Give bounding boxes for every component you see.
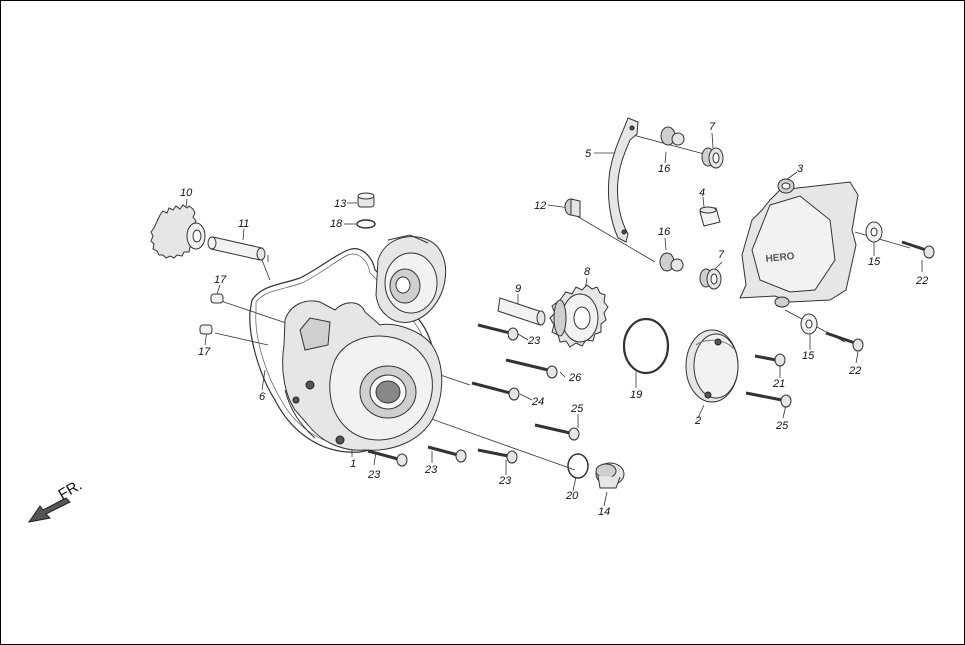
callout-23-right: 23: [498, 475, 512, 487]
part-19-oring: [622, 317, 670, 375]
part-15-washer-lower: [800, 313, 818, 335]
callout-3: 3: [797, 163, 804, 175]
callout-4: 4: [699, 187, 705, 199]
callout-12: 12: [534, 200, 546, 212]
callout-7-upper: 7: [709, 121, 716, 133]
front-indicator-label: FR.: [56, 477, 85, 504]
callout-10: 10: [180, 187, 193, 199]
part-7-bushing-lower: [699, 268, 722, 290]
callout-19: 19: [630, 389, 642, 401]
callout-23-left: 23: [367, 469, 381, 481]
callout-2: 2: [694, 415, 701, 427]
callout-21: 21: [772, 378, 785, 390]
part-12-spacer: [564, 198, 581, 218]
part-9-shaft: [497, 297, 546, 326]
part-5-bracket: [607, 117, 639, 243]
part-13-plug: [357, 192, 375, 208]
callout-1: 1: [350, 458, 356, 470]
part-8-gear: [549, 284, 609, 348]
callout-26: 26: [568, 372, 582, 384]
callout-8: 8: [584, 266, 591, 278]
callout-16-upper: 16: [658, 163, 671, 175]
callout-5: 5: [585, 148, 592, 160]
part-15-washer-upper: [865, 221, 883, 243]
callout-9: 9: [515, 283, 521, 295]
callout-7-lower: 7: [718, 249, 725, 261]
bolts: [367, 240, 935, 467]
callout-22-upper: 22: [915, 275, 928, 287]
part-1-cover: [282, 300, 443, 451]
part-18-oring: [356, 219, 376, 229]
part-20-oring: [567, 453, 589, 479]
part-2-filter-cover: [685, 329, 739, 403]
part-4-bushing: [699, 206, 721, 227]
callout-20: 20: [565, 490, 579, 502]
callout-23-middle: 23: [424, 464, 438, 476]
part-16-grommet-lower: [659, 252, 684, 272]
callout-14: 14: [598, 506, 610, 518]
callout-18: 18: [330, 218, 343, 230]
callout-17-lower: 17: [198, 346, 211, 358]
callout-11: 11: [238, 218, 249, 230]
callout-6: 6: [259, 391, 266, 403]
callout-25-upper: 25: [570, 403, 584, 415]
part-3-sprocket-cover: HERO: [739, 178, 859, 308]
callout-15-upper: 15: [868, 256, 881, 268]
callout-22-lower: 22: [848, 365, 861, 377]
part-14-plug: [595, 462, 625, 489]
part-11-pin: [207, 236, 266, 261]
part-17-dowel-upper: [210, 293, 224, 304]
part-7-bushing-upper: [701, 147, 724, 169]
callout-15-lower: 15: [802, 350, 815, 362]
part-17-dowel-lower: [199, 324, 213, 335]
callout-25-lower: 25: [775, 420, 789, 432]
callout-labels: 1 2 3 4 5 6 7 7 8 9 10 11 12 13 14 15 15…: [180, 121, 928, 518]
front-direction-arrow-icon: [27, 497, 71, 523]
part-1-filter-housing: [375, 234, 447, 323]
callout-24: 24: [531, 396, 544, 408]
part-16-grommet-upper: [660, 126, 685, 146]
callout-17-upper: 17: [214, 274, 227, 286]
callout-13: 13: [334, 198, 347, 210]
part-10-gear: [150, 204, 206, 259]
callout-16-lower: 16: [658, 226, 671, 238]
brand-text: HERO: [765, 251, 795, 265]
callout-23-upper: 23: [527, 335, 541, 347]
